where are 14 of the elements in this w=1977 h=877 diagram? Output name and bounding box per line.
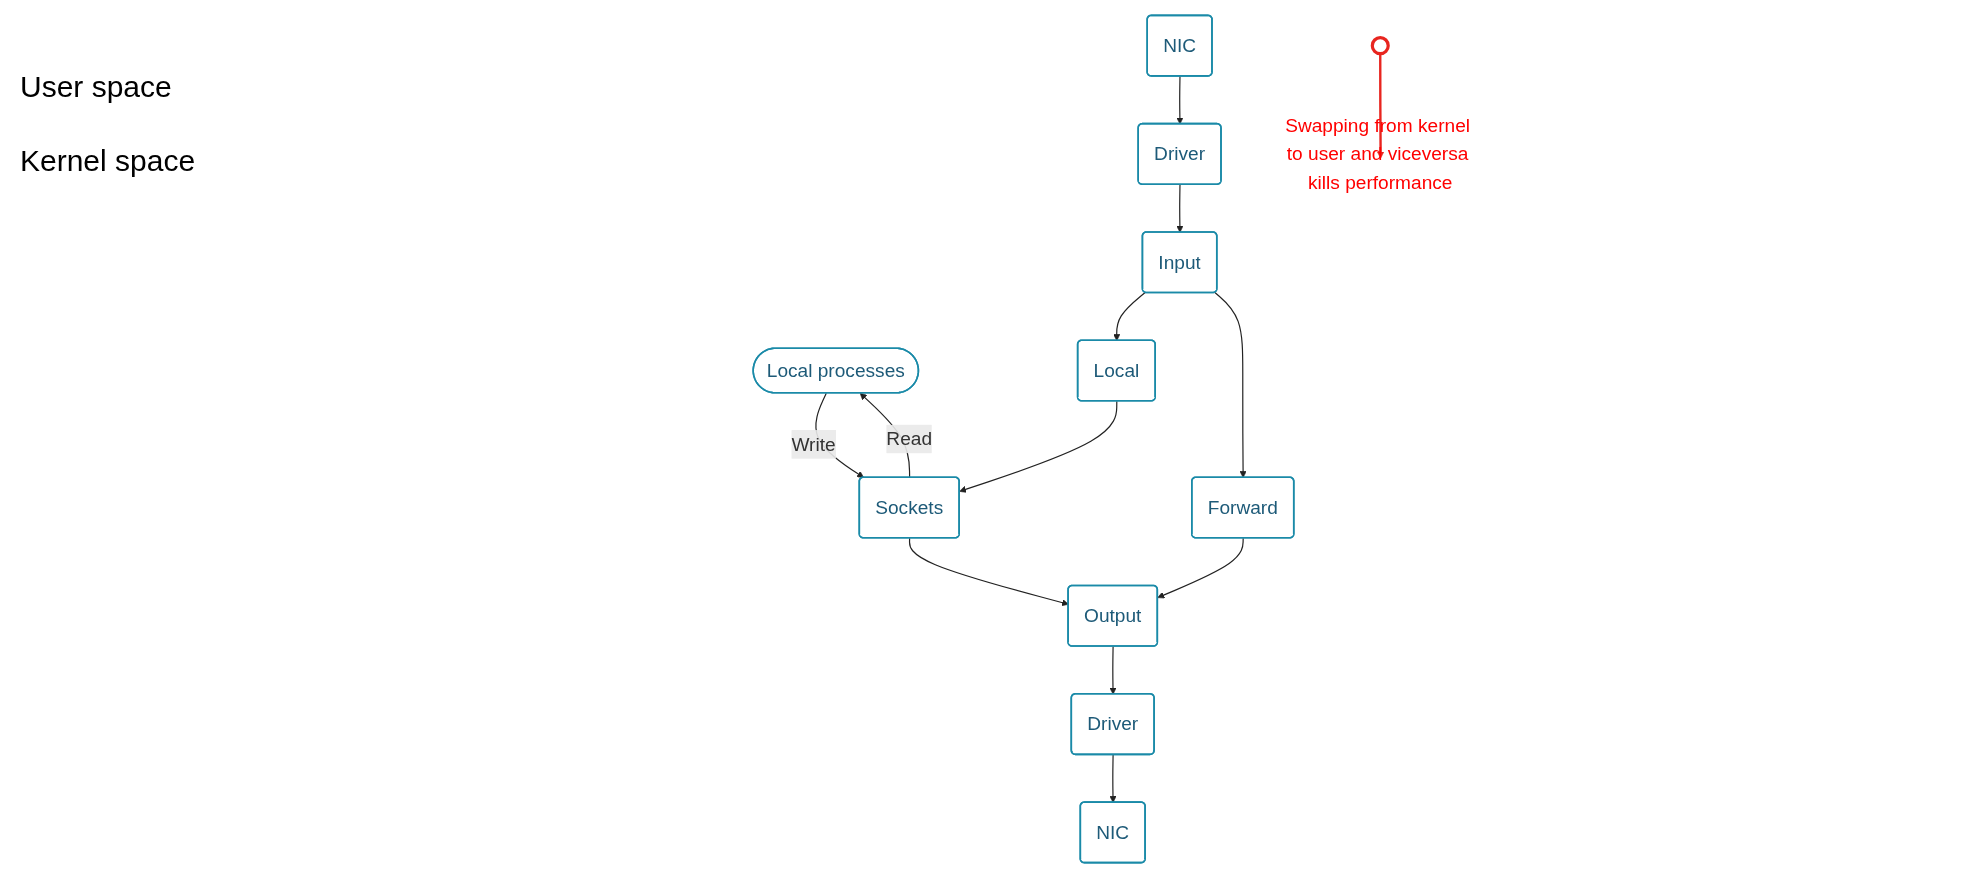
arrow xyxy=(1113,291,1146,341)
arrow xyxy=(959,400,1118,493)
node-circle xyxy=(1370,35,1390,55)
space-label: User space xyxy=(20,70,173,104)
space-label: Kernel space xyxy=(20,144,197,178)
arrow xyxy=(908,537,1069,606)
edge-label: Read xyxy=(886,427,933,449)
arrow xyxy=(1157,537,1244,598)
arrow xyxy=(1176,183,1184,233)
arrow xyxy=(1109,753,1117,803)
arrow xyxy=(1109,645,1117,695)
arrow xyxy=(1214,291,1247,478)
edge-label: Write xyxy=(791,432,836,455)
arrow xyxy=(1176,75,1184,124)
